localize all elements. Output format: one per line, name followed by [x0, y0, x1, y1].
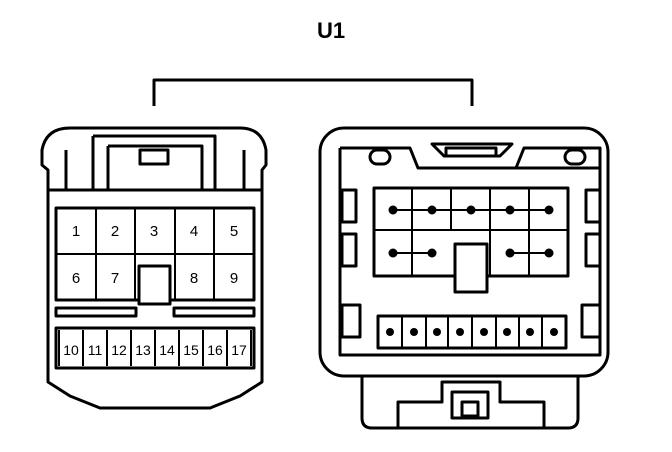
- right-key-slot: [453, 242, 489, 294]
- terminal-pin: [433, 328, 441, 336]
- terminal-pin: [388, 248, 398, 258]
- side-slot: [580, 303, 602, 339]
- right-separator-bar: [172, 306, 256, 318]
- terminal-pin: [526, 328, 534, 336]
- side-slot: [340, 188, 358, 224]
- terminal-pin: [544, 205, 554, 215]
- pin-label: 4: [190, 223, 198, 240]
- pin-label: 9: [230, 270, 238, 287]
- left-connector: 1 2 3 4 5 6 7 8 9 10 11 12 13 14 15 16 1…: [40, 126, 268, 410]
- terminal-pin: [456, 328, 464, 336]
- right-top-latch: [430, 142, 514, 158]
- terminal-pin: [386, 328, 394, 336]
- pin-label: 16: [207, 342, 223, 358]
- pin-label: 13: [135, 342, 151, 358]
- terminal-pin: [544, 248, 554, 258]
- diagram-title: U1: [317, 18, 345, 43]
- pin-label: 7: [111, 270, 119, 287]
- side-slot: [340, 232, 358, 268]
- terminal-pin: [427, 248, 437, 258]
- pin-label: 1: [72, 223, 80, 240]
- terminal-pin: [505, 248, 515, 258]
- terminal-pin: [388, 205, 398, 215]
- terminal-pin: [550, 328, 558, 336]
- terminal-pin: [466, 205, 476, 215]
- mounting-hole: [368, 148, 392, 166]
- pin-label: 11: [88, 342, 103, 358]
- left-separator-bar: [54, 306, 138, 318]
- left-key-slot: [137, 264, 172, 306]
- pin-label: 14: [159, 342, 175, 358]
- terminal-pin: [505, 205, 515, 215]
- connector-bracket: [152, 78, 474, 106]
- terminal-pin: [410, 328, 418, 336]
- pin-label: 6: [72, 270, 80, 287]
- left-latch-tab: [138, 148, 170, 166]
- pin-label: 12: [111, 342, 127, 358]
- pin-label: 10: [63, 342, 79, 358]
- terminal-pin: [503, 328, 511, 336]
- terminal-pin: [480, 328, 488, 336]
- side-slot: [340, 303, 362, 339]
- side-slot: [584, 188, 602, 224]
- pin-label: 3: [150, 223, 158, 240]
- terminal-pin: [427, 205, 437, 215]
- pin-label: 15: [183, 342, 199, 358]
- left-bottom-row: [54, 326, 256, 370]
- pin-label: 17: [231, 342, 247, 358]
- pin-label: 2: [111, 223, 119, 240]
- side-slot: [584, 232, 602, 268]
- left-latch-frame: [93, 134, 217, 190]
- right-bottom-latch: [450, 390, 490, 420]
- pin-label: 5: [230, 223, 238, 240]
- pin-label: 8: [190, 270, 198, 287]
- mounting-hole: [563, 148, 587, 166]
- right-connector: [318, 126, 610, 430]
